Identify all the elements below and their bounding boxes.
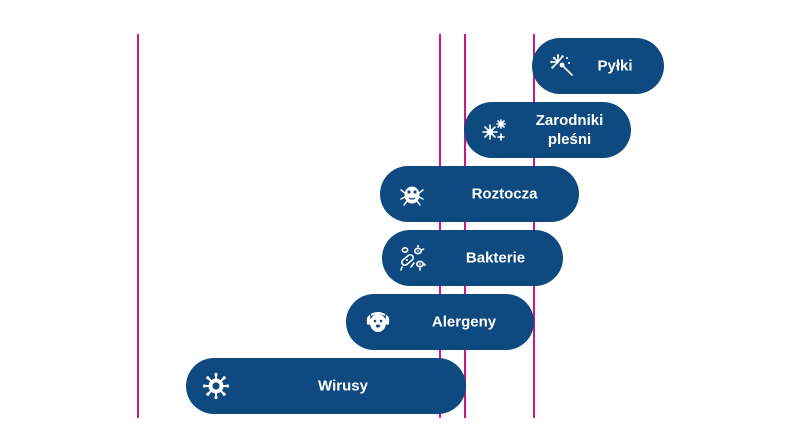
- particle-bar-pollen: Pyłki: [532, 38, 664, 94]
- bacteria-icon: [398, 244, 426, 272]
- particle-label-allergens: Alergeny: [431, 313, 497, 331]
- guide-line-2: [439, 34, 441, 418]
- dog-icon: [364, 308, 392, 336]
- particle-label-bacteria: Bakterie: [465, 249, 526, 267]
- guide-line-4: [533, 34, 535, 418]
- guide-line-3: [464, 34, 466, 418]
- particle-label-viruses: Wirusy: [318, 377, 368, 395]
- particle-bar-bacteria: Bakterie: [382, 230, 563, 286]
- virus-icon: [202, 372, 230, 400]
- particle-bar-viruses: Wirusy: [186, 358, 466, 414]
- particle-bar-allergens: Alergeny: [346, 294, 534, 350]
- mold-spores-icon: [480, 116, 508, 144]
- particle-label-mold-spores: Zarodniki pleśni: [535, 112, 604, 148]
- particle-label-pollen: Pyłki: [597, 57, 633, 75]
- dust-mite-icon: [398, 180, 426, 208]
- particle-label-dust-mites: Roztocza: [471, 185, 538, 203]
- dandelion-icon: [548, 52, 576, 80]
- guide-line-1: [137, 34, 139, 418]
- particle-bar-dust-mites: Roztocza: [380, 166, 579, 222]
- particle-bar-mold-spores: Zarodniki pleśni: [464, 102, 631, 158]
